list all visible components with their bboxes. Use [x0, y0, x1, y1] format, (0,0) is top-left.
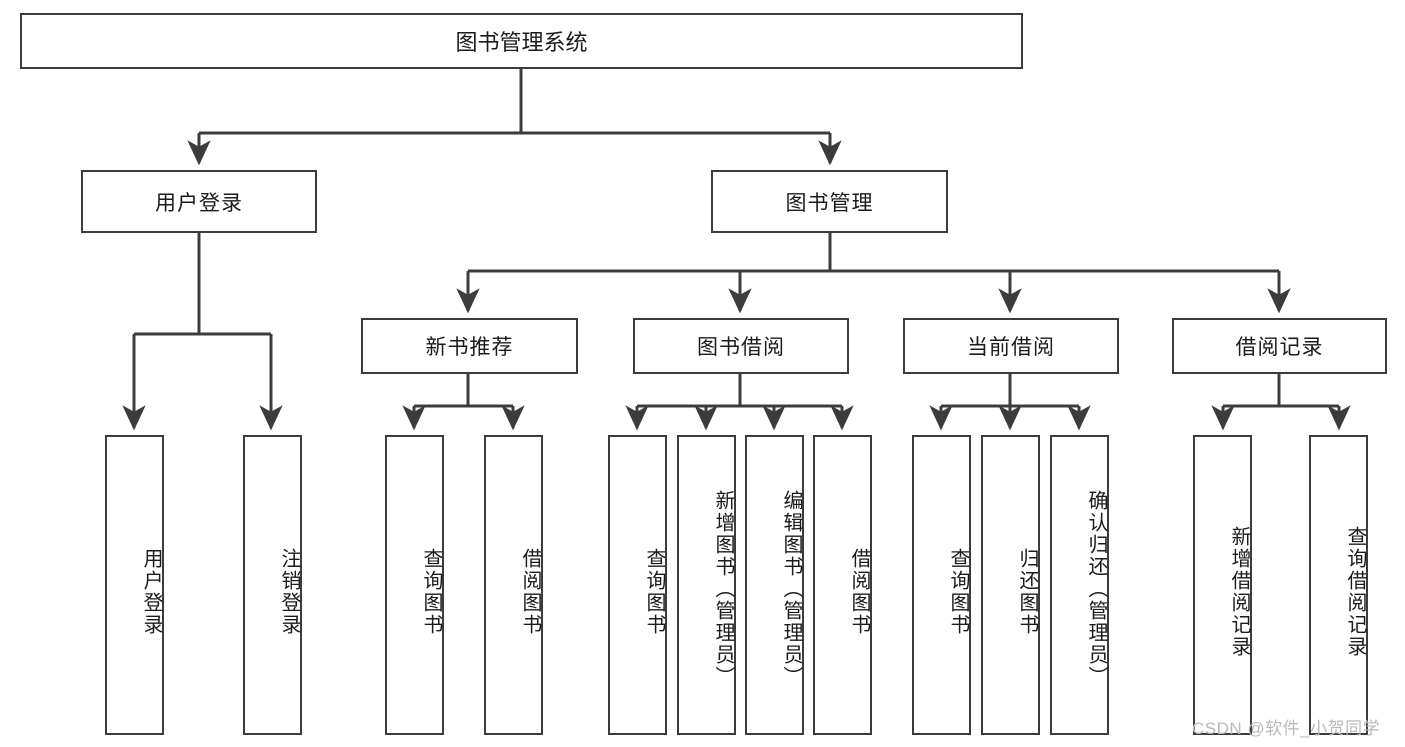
leaf-logout-login[interactable]: 注销登录	[243, 435, 302, 735]
node-root-system[interactable]: 图书管理系统	[20, 13, 1023, 69]
leaf-confirm-return-admin[interactable]: 确认归还（管理员）	[1050, 435, 1109, 735]
leaf-borrow-book[interactable]: 借阅图书	[813, 435, 872, 735]
leaf-query-book-borrow[interactable]: 查询图书	[608, 435, 667, 735]
node-borrow-record[interactable]: 借阅记录	[1172, 318, 1387, 374]
leaf-query-book-current[interactable]: 查询图书	[912, 435, 971, 735]
leaf-add-book-admin[interactable]: 新增图书（管理员）	[677, 435, 736, 735]
leaf-query-borrow-record[interactable]: 查询借阅记录	[1309, 435, 1368, 735]
node-new-book-recommendation[interactable]: 新书推荐	[361, 318, 578, 374]
leaf-edit-book-admin[interactable]: 编辑图书（管理员）	[745, 435, 804, 735]
leaf-borrow-book-new[interactable]: 借阅图书	[484, 435, 543, 735]
node-book-manage[interactable]: 图书管理	[711, 170, 948, 233]
node-current-borrow[interactable]: 当前借阅	[903, 318, 1119, 374]
leaf-query-book-new[interactable]: 查询图书	[385, 435, 444, 735]
leaf-return-book[interactable]: 归还图书	[981, 435, 1040, 735]
csdn-watermark: CSDN @软件_小贺同学	[1192, 719, 1381, 738]
node-user-login[interactable]: 用户登录	[81, 170, 317, 233]
node-book-borrow[interactable]: 图书借阅	[633, 318, 849, 374]
leaf-add-borrow-record[interactable]: 新增借阅记录	[1193, 435, 1252, 735]
leaf-user-login[interactable]: 用户登录	[105, 435, 164, 735]
